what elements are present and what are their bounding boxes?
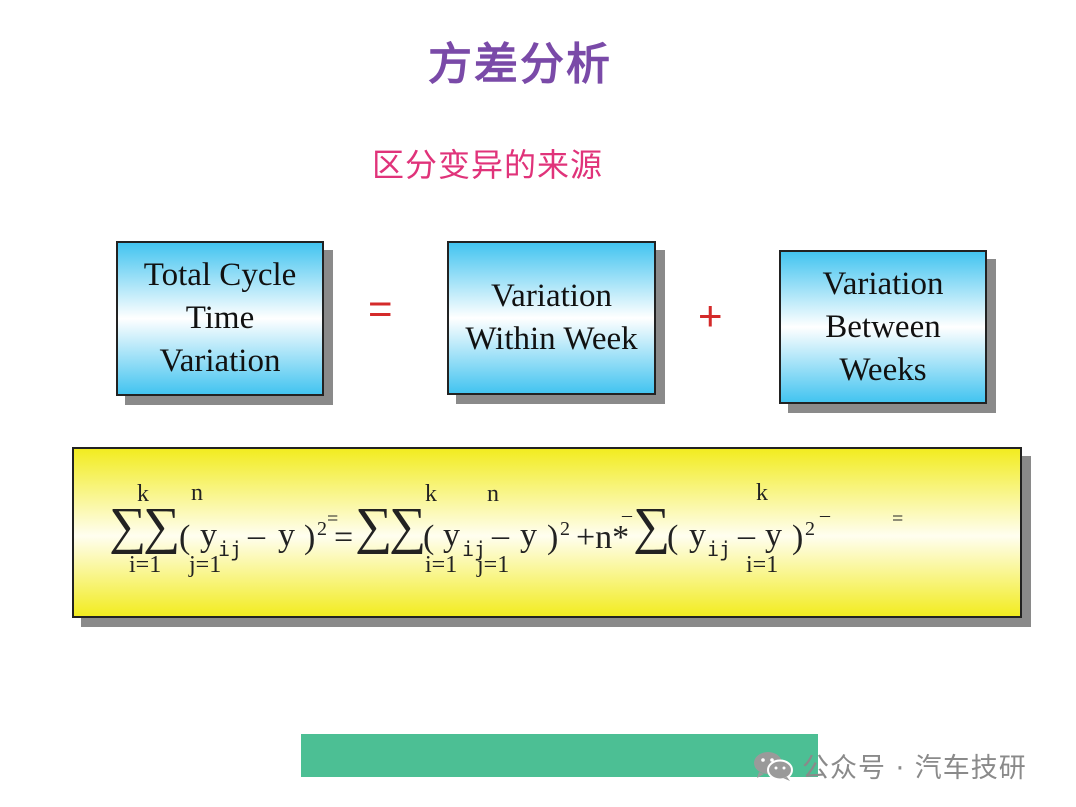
limit-lower-i: i=1: [425, 552, 458, 578]
watermark: 公众号 · 汽车技研: [752, 746, 1027, 785]
var-y: y: [765, 517, 782, 554]
superscript-2: 2: [560, 518, 570, 540]
var-y: y: [278, 517, 295, 554]
sigma-symbol: ∑: [355, 498, 393, 555]
limit-upper-k: k: [137, 481, 149, 507]
paren-open: (: [179, 519, 191, 556]
minus-sign: –: [492, 517, 509, 554]
paren-close: ): [792, 519, 804, 556]
within-line-1: Variation: [491, 278, 612, 314]
paren-open: (: [423, 519, 435, 556]
page-subtitle: 区分变异的来源: [372, 146, 604, 184]
sigma-symbol: ∑: [109, 498, 147, 555]
double-bar: =: [327, 508, 339, 530]
sigma-symbol: ∑: [389, 498, 427, 555]
superscript-2: 2: [317, 518, 327, 540]
limit-lower-i: i=1: [129, 552, 162, 578]
anova-formula-panel: k n ∑ ∑ i=1 j=1 ( y ij – y ) 2 = = k n ∑…: [72, 447, 1022, 618]
subscript-ij: ij: [218, 537, 243, 561]
total-line-2: Time: [185, 300, 255, 336]
limit-upper-n: n: [191, 480, 203, 506]
between-line-1: Variation: [822, 265, 944, 302]
green-bar: [301, 734, 818, 777]
limit-upper-k: k: [425, 481, 437, 507]
single-bar: –: [622, 504, 632, 526]
paren-close: ): [304, 519, 316, 556]
var-y: y: [520, 517, 537, 554]
page-title: 方差分析: [428, 39, 612, 90]
total-variation-box: Total Cycle Time Variation: [116, 241, 324, 396]
watermark-text: 公众号 · 汽车技研: [802, 753, 1027, 784]
limit-lower-j: j=1: [189, 552, 222, 578]
minus-sign: –: [248, 517, 265, 554]
within-line-2: Within Week: [465, 321, 638, 357]
var-y: y: [689, 517, 706, 554]
limit-lower-i: i=1: [746, 552, 779, 578]
double-bar: =: [892, 508, 904, 530]
equals-sign: =: [334, 519, 354, 556]
paren-open: (: [667, 519, 679, 556]
paren-close: ): [547, 519, 559, 556]
plus-n-times: +n*: [576, 519, 630, 556]
total-line-3: Variation: [159, 343, 281, 379]
minus-sign: –: [738, 517, 755, 554]
within-week-box: Variation Within Week: [447, 241, 656, 395]
limit-upper-n: n: [487, 481, 499, 507]
sigma-symbol: ∑: [143, 498, 181, 555]
subscript-ij: ij: [462, 537, 487, 561]
wechat-icon: [754, 751, 793, 781]
superscript-2: 2: [805, 518, 815, 540]
limit-upper-k: k: [756, 480, 768, 506]
between-line-2: Between: [825, 308, 941, 345]
subscript-ij: ij: [707, 537, 732, 561]
between-line-3: Weeks: [839, 351, 927, 388]
single-bar: –: [820, 504, 830, 526]
plus-sign: +: [698, 292, 723, 339]
between-weeks-box: Variation Between Weeks: [779, 250, 987, 404]
var-y: y: [443, 517, 460, 554]
equals-sign: =: [368, 285, 393, 332]
var-y: y: [200, 517, 217, 554]
total-line-1: Total Cycle: [143, 257, 297, 293]
sigma-symbol: ∑: [633, 498, 671, 555]
limit-lower-j: j=1: [477, 552, 510, 578]
